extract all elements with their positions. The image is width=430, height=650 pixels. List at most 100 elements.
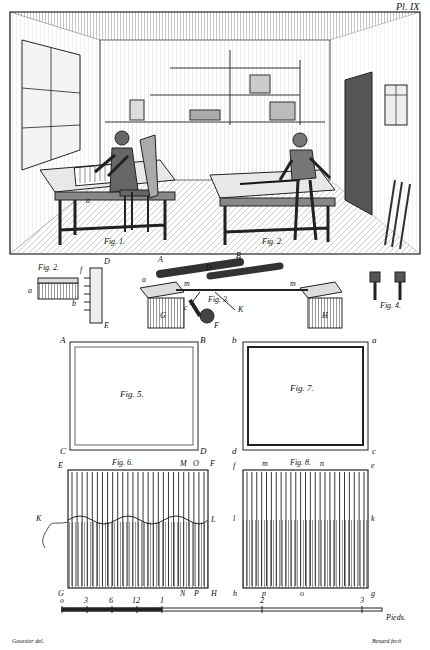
fig5-frame bbox=[70, 342, 198, 450]
callout-letter: g bbox=[371, 590, 375, 598]
callout-letter: Pieds. bbox=[386, 614, 406, 622]
callout-letter: 3 bbox=[84, 597, 88, 605]
door bbox=[345, 72, 372, 215]
callout-letter: k bbox=[371, 515, 375, 523]
warp-thread bbox=[334, 472, 335, 586]
warp-thread bbox=[132, 472, 133, 586]
worker-2 bbox=[280, 133, 330, 240]
callout-letter: c bbox=[184, 304, 188, 312]
warp-thread bbox=[77, 472, 78, 586]
warp-thread bbox=[117, 472, 118, 586]
figure-label: Fig. 2. bbox=[262, 238, 283, 246]
fig3-apparatus bbox=[140, 262, 342, 328]
warp-thread bbox=[97, 472, 98, 586]
warp-thread bbox=[251, 472, 252, 586]
warp-thread bbox=[148, 472, 149, 586]
figure-label: Fig. 3. bbox=[208, 296, 229, 304]
callout-letter: a bbox=[86, 197, 90, 205]
fig2-block bbox=[38, 268, 102, 323]
warp-thread bbox=[173, 472, 174, 586]
warp-thread bbox=[305, 472, 306, 586]
fig7-frame bbox=[243, 342, 368, 450]
warp-thread bbox=[87, 472, 88, 586]
warp-thread bbox=[204, 472, 205, 586]
callout-letter: 1 bbox=[160, 597, 164, 605]
back-wall bbox=[100, 40, 330, 180]
warp-thread bbox=[295, 472, 296, 586]
figure-label: Fig. 5. bbox=[120, 390, 144, 399]
warp-thread bbox=[359, 472, 360, 586]
callout-letter: 3 bbox=[360, 597, 364, 605]
callout-letter: a bbox=[142, 276, 146, 284]
shelves bbox=[105, 50, 325, 125]
warp-thread bbox=[168, 472, 169, 586]
warp-thread bbox=[158, 472, 159, 586]
figure-label: Fig. 6. bbox=[112, 459, 133, 467]
callout-letter: 2 bbox=[260, 597, 264, 605]
callout-letter: o bbox=[300, 590, 304, 598]
warp-thread bbox=[92, 472, 93, 586]
callout-letter: K bbox=[36, 515, 41, 523]
warp-thread bbox=[349, 472, 350, 586]
scene-frame bbox=[10, 12, 420, 254]
callout-letter: c bbox=[372, 447, 376, 456]
warp-thread bbox=[198, 472, 199, 586]
callout-letter: H bbox=[211, 590, 217, 598]
figure-label: Fig. 7. bbox=[290, 384, 314, 393]
figure-label: Fig. 8. bbox=[290, 459, 311, 467]
warp-thread bbox=[329, 472, 330, 586]
callout-letter: M bbox=[180, 460, 187, 468]
warp-thread bbox=[290, 472, 291, 586]
warp-thread bbox=[325, 472, 326, 586]
callout-letter: G bbox=[160, 312, 166, 320]
callout-letter: f bbox=[80, 266, 82, 274]
thread bbox=[43, 522, 68, 548]
warp-thread bbox=[72, 472, 73, 586]
warp-thread bbox=[138, 472, 139, 586]
callout-letter: E bbox=[104, 322, 109, 330]
warp-thread bbox=[153, 472, 154, 586]
callout-letter: E bbox=[58, 462, 63, 470]
callout-letter: D bbox=[104, 258, 110, 266]
callout-letter: O bbox=[193, 460, 199, 468]
callout-letter: K bbox=[238, 306, 243, 314]
callout-letter: A bbox=[158, 256, 163, 264]
callout-letter: e bbox=[371, 462, 375, 470]
warp-thread bbox=[286, 472, 287, 586]
callout-letter: f bbox=[233, 462, 235, 470]
callout-letter: m bbox=[290, 280, 296, 288]
worker-1 bbox=[95, 131, 158, 232]
callout-letter: Benard fecit bbox=[372, 638, 401, 644]
warp-thread bbox=[122, 472, 123, 586]
bench-2 bbox=[210, 170, 335, 245]
warp-thread bbox=[178, 472, 179, 586]
figure-label: Fig. 4. bbox=[380, 302, 401, 310]
callout-letter: D bbox=[206, 264, 212, 272]
callout-letter: C bbox=[60, 447, 66, 456]
callout-letter: n bbox=[320, 460, 324, 468]
callout-letter: B bbox=[236, 252, 241, 260]
warp-thread bbox=[344, 472, 345, 586]
callout-letter: Pl. IX bbox=[396, 2, 419, 12]
figure-label: Fig. 1. bbox=[104, 238, 125, 246]
warp-thread bbox=[107, 472, 108, 586]
callout-letter: F bbox=[210, 460, 215, 468]
callout-letter: l bbox=[233, 515, 235, 523]
warp-thread bbox=[310, 472, 311, 586]
warp-thread bbox=[320, 472, 321, 586]
warp-thread bbox=[193, 472, 194, 586]
callout-letter: b bbox=[72, 300, 76, 308]
callout-letter: A bbox=[60, 336, 66, 345]
fig6-frame bbox=[68, 470, 208, 588]
callout-letter: F bbox=[214, 322, 219, 330]
warp-thread bbox=[354, 472, 355, 586]
warp-thread bbox=[276, 472, 277, 586]
warp-thread bbox=[112, 472, 113, 586]
callout-letter: N bbox=[180, 590, 185, 598]
frame-on-wall bbox=[385, 85, 407, 125]
warp-thread bbox=[102, 472, 103, 586]
warp-thread bbox=[163, 472, 164, 586]
figure-label: Fig. 2. bbox=[38, 264, 59, 272]
callout-letter: H bbox=[322, 312, 328, 320]
